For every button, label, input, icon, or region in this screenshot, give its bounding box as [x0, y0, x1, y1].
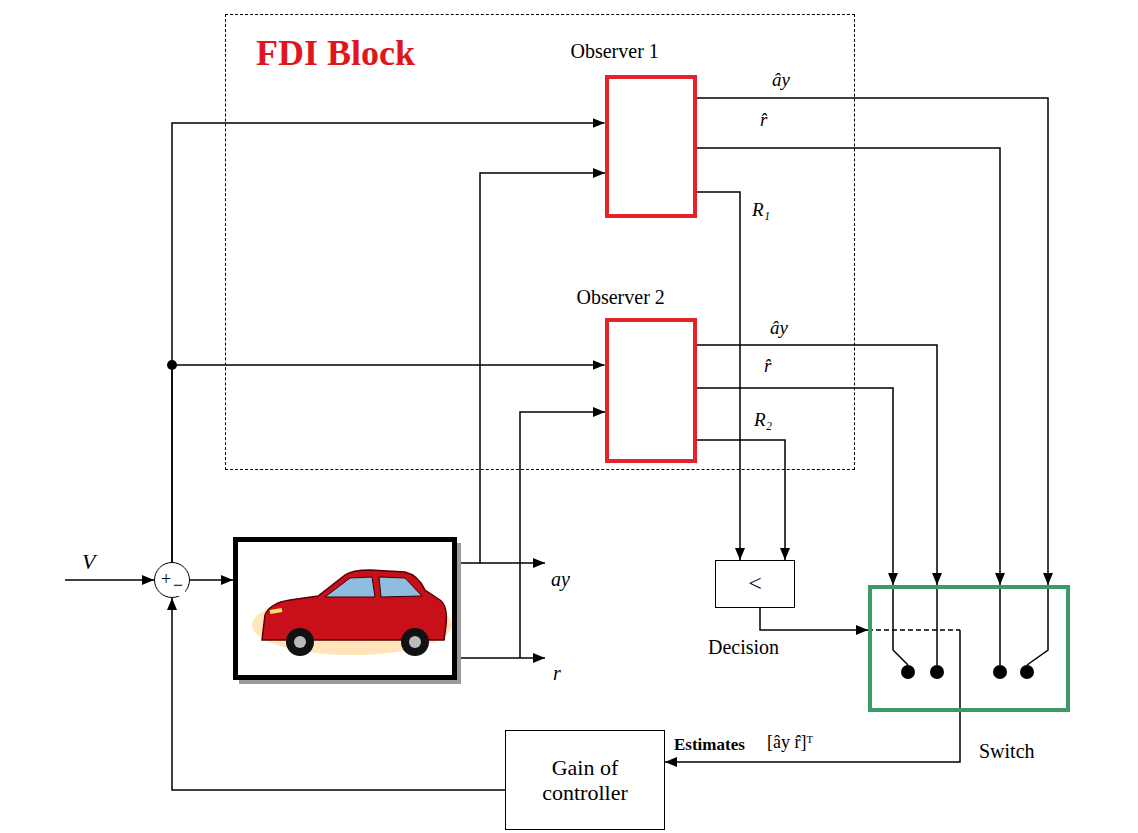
switch-contact-wire — [1027, 589, 1048, 665]
car-illustration — [236, 540, 462, 685]
signal-label: r̂ — [758, 110, 769, 131]
car-window — [325, 577, 375, 597]
car-hub — [294, 636, 306, 648]
observer-box: Observer 1 — [605, 75, 697, 218]
signal-connector — [697, 388, 894, 585]
decision-box: <Decision — [715, 560, 795, 608]
switch-control-wire — [868, 629, 960, 631]
signal-connector — [172, 365, 605, 562]
input-wire — [65, 579, 154, 581]
comparator-symbol: < — [748, 570, 762, 598]
signal-name: ay — [549, 568, 572, 590]
contact-dot — [901, 665, 915, 679]
measurement-wire — [520, 412, 605, 658]
decision-title: Decision — [706, 636, 781, 659]
signal-name: r — [551, 662, 563, 684]
car-hub — [409, 636, 421, 648]
contact-dot — [1020, 665, 1034, 679]
observer-title: Observer 1 — [569, 40, 661, 63]
block-title: FDI Block — [254, 33, 417, 74]
summing-junction: +− — [154, 562, 190, 598]
signal-label: Estimates — [672, 736, 747, 755]
plant-input-wire — [190, 579, 233, 581]
signal-connector — [697, 148, 1001, 585]
estimate-vector: [ây r̂]ᵀ — [765, 733, 815, 753]
signal-label: ây — [768, 318, 790, 339]
controller-label: Gain of controller — [517, 755, 653, 806]
output-wire — [457, 657, 545, 659]
car-wheel — [401, 628, 429, 656]
car-window — [379, 577, 422, 597]
observer-title: Observer 2 — [575, 286, 667, 309]
switch-contact-wire — [936, 589, 938, 665]
signal-connector — [697, 440, 786, 560]
switch-contacts — [901, 665, 1034, 679]
switch-contact-wire — [893, 589, 908, 665]
switch-box: Switch — [868, 585, 1070, 712]
signal-label: R₁ — [750, 200, 772, 221]
controller-box: Gain of controller — [505, 730, 665, 830]
signal-connector — [697, 345, 938, 585]
signal-label: r̂ — [762, 356, 773, 377]
car-headlight — [270, 610, 282, 612]
signal-label: R₂ — [752, 410, 774, 431]
switch-title: Switch — [977, 740, 1037, 763]
signal-label: ây — [770, 70, 792, 91]
car-wheel — [286, 628, 314, 656]
switch-contact-wire — [999, 589, 1001, 665]
contact-dot — [930, 665, 944, 679]
signal-connector — [760, 608, 868, 630]
plant-box — [236, 540, 455, 678]
signal-connector — [697, 98, 1049, 585]
switch-output-wire — [959, 630, 961, 712]
signal-connector — [697, 192, 741, 560]
signal-connector — [172, 598, 505, 790]
fdi-block: FDI BlockObserver 1Observer 2 — [225, 14, 855, 470]
measurement-wire — [480, 173, 605, 563]
signal-connector — [665, 712, 960, 762]
input-signal-name: V — [80, 550, 97, 574]
signal-connector — [172, 123, 605, 562]
observer-box: Observer 2 — [605, 318, 697, 463]
contact-dot — [993, 665, 1007, 679]
minus-sign: − — [171, 575, 185, 596]
signal-wires — [65, 173, 1048, 712]
output-wire — [457, 562, 545, 564]
